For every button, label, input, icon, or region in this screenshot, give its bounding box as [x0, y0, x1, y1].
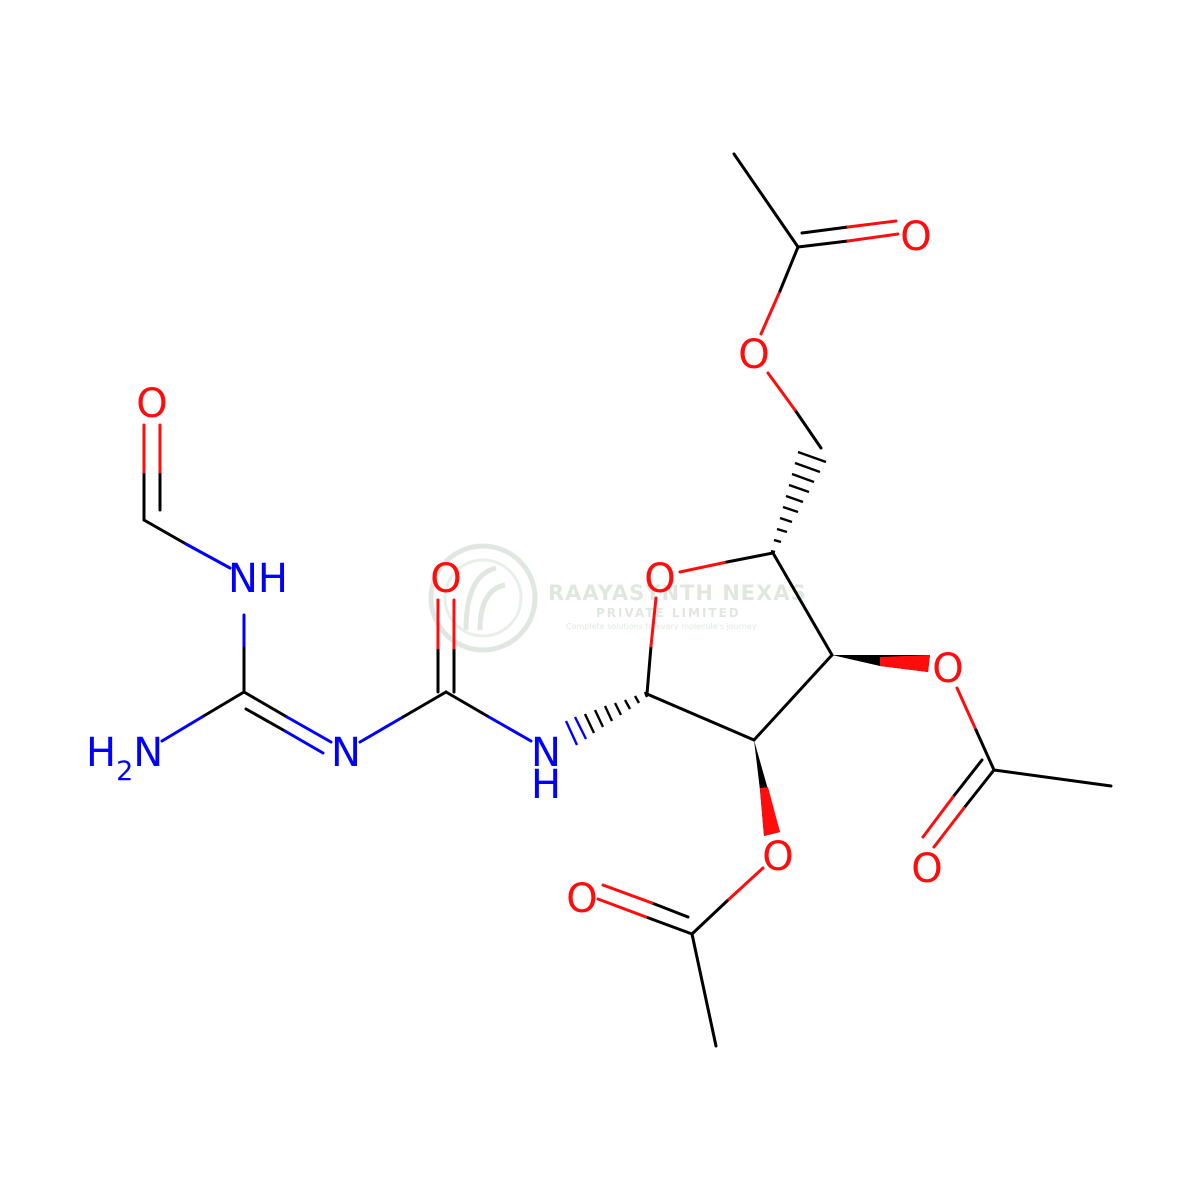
bond-n-curea-1 [358, 715, 405, 744]
bond-formyl-cn-1 [142, 518, 188, 546]
bond-c3-carbonyl-a2 [932, 806, 966, 849]
watermark-subtitle: PRIVATE LIMITED [596, 606, 741, 620]
atom-nh2-n: N [133, 730, 163, 776]
bond-c5-carbonyl-a2 [846, 232, 900, 243]
hash-c1-nh [583, 691, 649, 734]
bond-c2-oester-c-1 [725, 866, 765, 903]
bond-c5-oester-c-2 [778, 245, 800, 293]
atom-o-c5-ester: O [738, 332, 769, 378]
atom-nh2-sub: 2 [116, 756, 133, 787]
hash-c1-nh-blue [564, 716, 588, 746]
watermark-logo-inner-icon [443, 558, 523, 638]
watermark-company: RAAYASYNTH NEXAS [548, 581, 807, 605]
bonds [142, 152, 1113, 1048]
bond-c5-carbonyl-b2 [846, 219, 898, 229]
bond-c3-carbonyl-a1 [962, 768, 996, 810]
atom-o-c3-carbonyl: O [911, 846, 942, 892]
bond-c1-oring-1 [645, 644, 653, 696]
bond-c5-carbonyl-a1 [796, 239, 850, 249]
atom-nh2: H2N [86, 730, 163, 787]
atom-h-urea: H [531, 762, 561, 808]
atom-n-imine: N [331, 730, 361, 776]
stereo-bonds [564, 450, 930, 836]
bond-oring-c4-1 [678, 560, 729, 574]
bond-c3-oester-c-2 [974, 728, 996, 772]
atom-labels: O NH H2N N O N H O O O O O O O [86, 214, 964, 922]
watermark-logo-helix-icon [463, 565, 506, 631]
bond-c2-carbonyl-b2 [601, 883, 654, 905]
bond-formyl-cn-2 [184, 542, 232, 570]
bond-curea-nh-2 [487, 715, 533, 743]
watermark-tagline: Complete solutions to every molecule's j… [566, 622, 757, 631]
bond-c5-carbonyl-b1 [800, 225, 850, 235]
bond-c5-acetate-methyl [732, 152, 800, 249]
bond-cguan-n-b2 [283, 729, 325, 755]
bond-c3-carbonyl-b2 [921, 795, 955, 839]
watermark-logo-ring-icon [428, 543, 538, 653]
bond-c2-carbonyl-a2 [596, 897, 648, 919]
atom-o-c3-ester: O [932, 646, 963, 692]
wedge-c3-o-red [880, 655, 930, 672]
bond-c2-carbonyl-b1 [650, 901, 690, 919]
atom-o-c2-carbonyl: O [566, 876, 597, 922]
atom-nh2-h: H [86, 730, 116, 776]
atom-o-c5-carbonyl: O [900, 214, 931, 260]
bond-c3-acetate-methyl [992, 768, 1113, 788]
bond-c3-oester-c-1 [955, 686, 978, 732]
bond-c5-oester-1 [793, 408, 823, 450]
bond-cguan-n-a1 [242, 690, 289, 719]
bond-c3-c2 [752, 653, 834, 742]
atom-o-urea: O [430, 556, 461, 602]
bond-c2-c1 [645, 692, 756, 742]
bond-oring-c4-2 [725, 551, 775, 564]
bond-c2-acetate-methyl [690, 932, 718, 1048]
atom-n-urea: N [531, 730, 561, 776]
bond-c5-oester-c-1 [759, 289, 782, 336]
atom-o-formyl: O [136, 381, 167, 427]
bond-cguan-n-a2 [285, 715, 333, 744]
bond-c3-carbonyl-b1 [951, 758, 984, 799]
bond-c5-oester-2 [766, 371, 797, 412]
bond-curea-nh-1 [444, 690, 491, 719]
bond-cguan-n-b1 [244, 707, 287, 733]
atom-nh-formyl: NH [228, 556, 288, 602]
wedge-c2-o-red [760, 787, 780, 836]
watermark: RAAYASYNTH NEXAS PRIVATE LIMITED Complet… [428, 543, 807, 653]
bond-c2-oester-c-2 [690, 899, 729, 936]
bond-c4-c3 [771, 551, 834, 657]
atom-o-c2-ester: O [762, 834, 793, 880]
bond-cguan-nh2-1 [200, 690, 246, 719]
bond-c1-oring-2 [649, 596, 658, 648]
hash-c4-c5 [770, 450, 827, 554]
bond-cguan-nh2-2 [160, 715, 204, 743]
bond-n-curea-2 [401, 690, 448, 719]
bond-c2-carbonyl-a1 [644, 915, 694, 936]
atom-o-ring: O [644, 556, 675, 602]
